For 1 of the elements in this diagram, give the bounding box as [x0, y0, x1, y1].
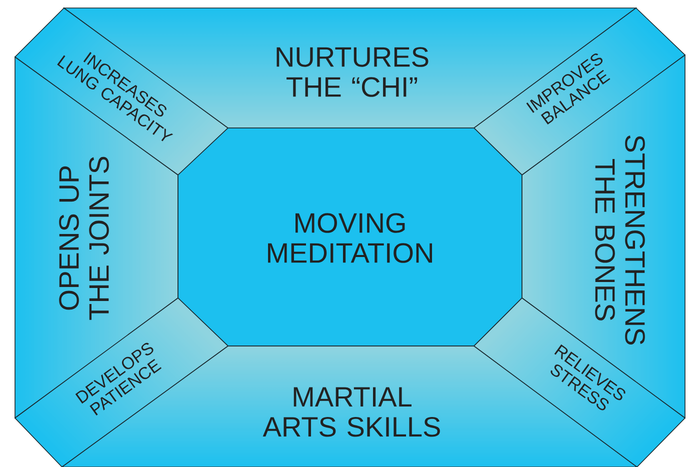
- center-panel: MOVING MEDITATION: [178, 128, 522, 346]
